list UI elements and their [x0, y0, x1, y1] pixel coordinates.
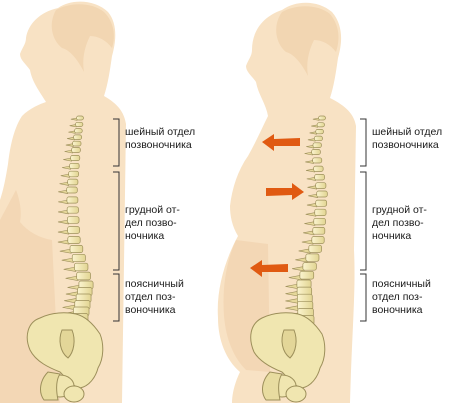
- vertebra: [311, 236, 325, 244]
- vertebra: [308, 244, 322, 253]
- vertebra: [299, 270, 315, 280]
- vertebra: [305, 253, 320, 262]
- vertebra: [71, 253, 86, 263]
- left-lumbar-label: поясничный отдел поз- воночника: [125, 278, 184, 316]
- vertebra: [311, 149, 321, 155]
- left-pelvis: [26, 312, 104, 403]
- right-lumbar-bracket: [360, 273, 367, 322]
- vertebra: [69, 245, 84, 253]
- vertebra: [312, 227, 326, 235]
- right-spine: [285, 115, 328, 326]
- vertebra: [67, 178, 79, 186]
- vertebra: [67, 216, 80, 224]
- vertebra: [66, 186, 78, 194]
- vertebra: [314, 135, 323, 142]
- vertebra: [67, 226, 80, 234]
- right-thoracic-bracket: [360, 171, 367, 271]
- vertebra: [67, 236, 81, 244]
- vertebra: [69, 162, 80, 170]
- right-cervical-bracket: [360, 118, 367, 167]
- vertebra: [72, 140, 82, 147]
- vertebra: [315, 199, 328, 207]
- right-lumbar-label: поясничный отдел поз- воночника: [372, 278, 431, 316]
- vertebra: [316, 190, 328, 198]
- left-thoracic-label: грудной от- дел позво- ночника: [125, 204, 180, 242]
- right-hair: [276, 6, 339, 76]
- vertebra: [76, 271, 91, 281]
- left-cervical-label: шейный отдел позвоночника: [125, 126, 196, 151]
- vertebra: [315, 182, 327, 189]
- vertebra: [70, 155, 81, 161]
- left-lumbar-bracket: [113, 273, 120, 322]
- right-pelvis: [250, 312, 326, 403]
- lumbar-arrow: [250, 260, 288, 277]
- vertebra: [302, 262, 317, 271]
- vertebra: [313, 165, 324, 172]
- vertebra: [318, 115, 326, 121]
- vertebra: [315, 129, 324, 135]
- vertebra: [314, 208, 327, 216]
- vertebra: [74, 128, 83, 134]
- vertebra: [76, 115, 84, 121]
- cervical-arrow: [262, 134, 300, 151]
- vertebra: [71, 147, 81, 153]
- right-cervical-label: шейный отдел позвоночника: [372, 126, 443, 151]
- left-cervical-bracket: [113, 118, 120, 167]
- vertebra: [312, 157, 323, 164]
- vertebra: [68, 170, 79, 178]
- vertebra: [316, 122, 325, 128]
- left-thoracic-bracket: [113, 171, 120, 271]
- vertebra: [66, 196, 79, 204]
- thoracic-arrow: [266, 183, 304, 200]
- left-hair: [51, 4, 114, 72]
- right-thoracic-label: грудной от- дел позво- ночника: [372, 204, 427, 242]
- vertebra: [75, 121, 84, 127]
- vertebra: [74, 262, 89, 272]
- vertebra: [313, 217, 326, 226]
- vertebra: [314, 174, 325, 181]
- vertebra: [312, 142, 322, 148]
- vertebra: [73, 134, 82, 140]
- vertebra: [66, 206, 79, 214]
